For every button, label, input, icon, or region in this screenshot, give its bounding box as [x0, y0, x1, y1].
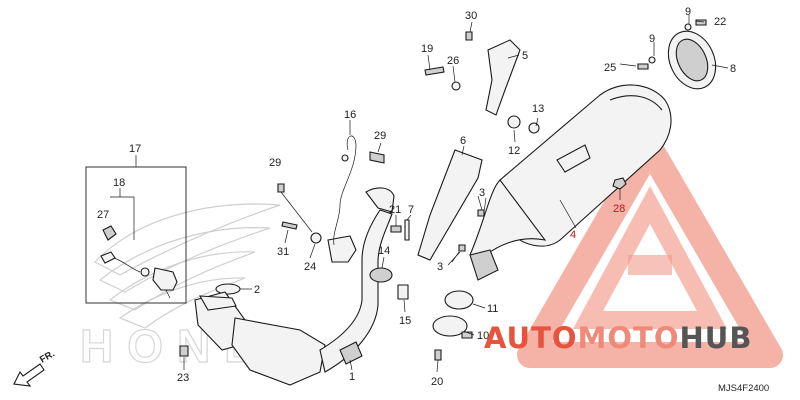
watermark-text: AUTOMOTOHUB: [484, 321, 752, 355]
callout-16: 16: [344, 109, 356, 121]
oxygen-sensor: [100, 225, 178, 299]
callout-28: 28: [613, 203, 625, 215]
callout-3-upper: 3: [479, 187, 485, 199]
callout-25: 25: [604, 62, 616, 74]
muffler: [469, 84, 672, 281]
leader-lines: [183, 15, 729, 373]
exhaust-pipe: [194, 187, 395, 386]
callout-6: 6: [460, 135, 466, 147]
callout-11: 11: [487, 303, 498, 315]
sensor-wire: [333, 135, 385, 246]
callout-2: 2: [254, 284, 260, 296]
callout-21: 21: [389, 204, 401, 216]
callout-numbers: 1 2 3 3 4 5 6 7 8 9 9 10 11 12 13 14 15 …: [97, 6, 736, 388]
diagram-code: MJS4F2400: [718, 383, 769, 394]
callout-31: 31: [277, 246, 289, 258]
callout-18: 18: [113, 177, 125, 189]
stud-23: [179, 345, 189, 357]
callout-29-right: 29: [374, 130, 386, 142]
washer-9-upper: [684, 23, 692, 31]
washer-9-lower: [648, 56, 656, 64]
gasket: [215, 283, 241, 295]
mounting-bracket: [277, 183, 357, 263]
callout-8: 8: [730, 63, 736, 75]
callout-14: 14: [378, 245, 390, 257]
bolt-20: [434, 349, 442, 361]
callout-29-left: 29: [269, 157, 281, 169]
watermark-moto: MOTO: [578, 321, 680, 355]
callout-1: 1: [349, 371, 355, 383]
sensor-group-box: [85, 155, 187, 304]
callout-17: 17: [129, 143, 141, 155]
heat-shield: [417, 149, 485, 261]
nut-28: [612, 177, 627, 190]
callout-24: 24: [304, 261, 316, 273]
collar-15: [397, 284, 409, 300]
callout-5: 5: [522, 50, 528, 62]
callout-26: 26: [447, 55, 459, 67]
callout-19: 19: [421, 43, 433, 55]
callout-27: 27: [97, 209, 109, 221]
watermark-logo-triangle: [517, 135, 783, 368]
spring-7: [404, 219, 410, 241]
muffler-bracket: [424, 31, 540, 134]
bolt-21: [390, 225, 402, 233]
callout-22: 22: [714, 16, 726, 28]
screw-25: [637, 63, 649, 70]
muffler-clamp: [432, 315, 473, 339]
watermark-hub: HUB: [680, 321, 753, 355]
front-label: FR.: [38, 348, 57, 365]
svg-text:AUTOMOTOHUB: AUTOMOTOHUB: [484, 321, 752, 355]
callout-4: 4: [570, 229, 576, 241]
callout-30: 30: [465, 10, 477, 22]
muffler-band: [444, 290, 474, 310]
callout-20: 20: [431, 376, 443, 388]
callout-10: 10: [477, 330, 489, 342]
screw-22: [695, 19, 707, 26]
callout-12: 12: [508, 145, 520, 157]
grommet-14: [369, 267, 393, 283]
callout-13: 13: [532, 103, 544, 115]
callout-9-lower: 9: [649, 33, 655, 45]
callout-15: 15: [399, 315, 411, 327]
callout-9-upper: 9: [685, 6, 691, 18]
callout-23: 23: [177, 372, 189, 384]
front-direction-arrow: FR.: [13, 348, 57, 387]
callout-3-lower: 3: [437, 261, 443, 273]
end-cap: [667, 30, 717, 90]
watermark-auto: AUTO: [484, 321, 578, 355]
callout-7: 7: [408, 204, 414, 216]
